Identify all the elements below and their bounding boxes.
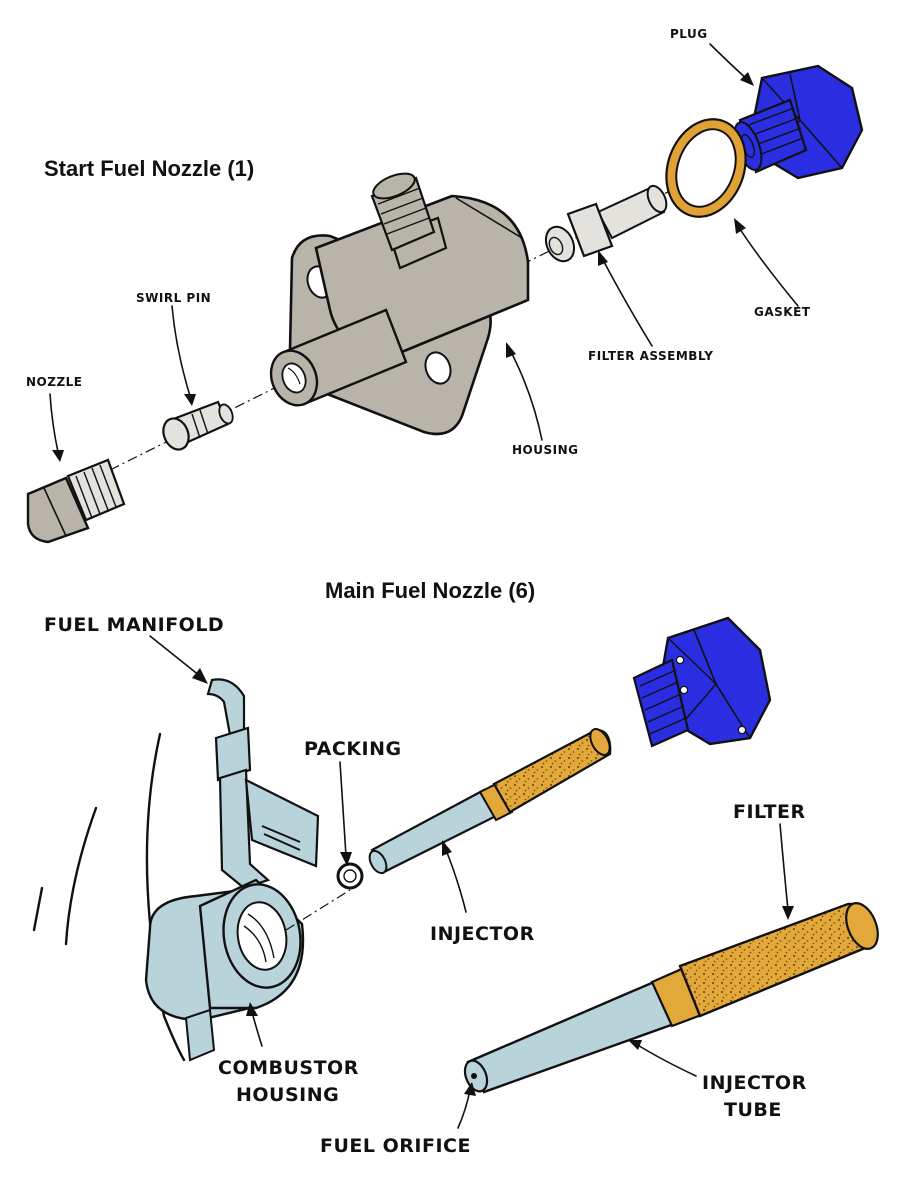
injector-part <box>368 728 612 875</box>
housing-label: HOUSING <box>512 443 579 457</box>
nozzle-part <box>26 458 126 544</box>
injector-tube-label-line1: INJECTOR <box>702 1072 807 1094</box>
housing-part <box>269 172 530 436</box>
fuel-manifold-label: FUEL MANIFOLD <box>44 614 224 636</box>
gasket-label: GASKET <box>754 305 811 319</box>
plug-label: PLUG <box>670 27 708 41</box>
top-leader-lines <box>49 43 799 462</box>
fuel-manifold-part <box>206 678 320 890</box>
gasket-part <box>665 118 747 218</box>
injector-tube-part <box>463 902 879 1094</box>
bottom-leader-lines <box>149 635 794 1129</box>
fuel-orifice-label: FUEL ORIFICE <box>320 1135 471 1157</box>
packing-label: PACKING <box>304 738 402 760</box>
plug-part <box>733 64 864 180</box>
nozzle-label: NOZZLE <box>26 375 83 389</box>
combustor-housing-label-line1: COMBUSTOR <box>218 1057 359 1079</box>
combustor-housing-label-line2: HOUSING <box>236 1084 339 1106</box>
main-plug-part <box>632 616 772 748</box>
swirl-pin-part <box>162 400 234 451</box>
packing-part <box>336 862 364 890</box>
filter-assembly-label: FILTER ASSEMBLY <box>588 349 713 363</box>
swirl-pin-label: SWIRL PIN <box>136 291 211 305</box>
injector-label: INJECTOR <box>430 923 535 945</box>
main-nozzle-title: Main Fuel Nozzle (6) <box>325 578 535 603</box>
start-nozzle-title: Start Fuel Nozzle (1) <box>44 156 254 181</box>
combustor-housing-part <box>144 878 305 1062</box>
injector-tube-label-line2: TUBE <box>724 1099 782 1121</box>
injector-axis-line <box>285 889 351 931</box>
filter-assembly-part <box>544 184 668 263</box>
filter-label: FILTER <box>733 801 806 823</box>
